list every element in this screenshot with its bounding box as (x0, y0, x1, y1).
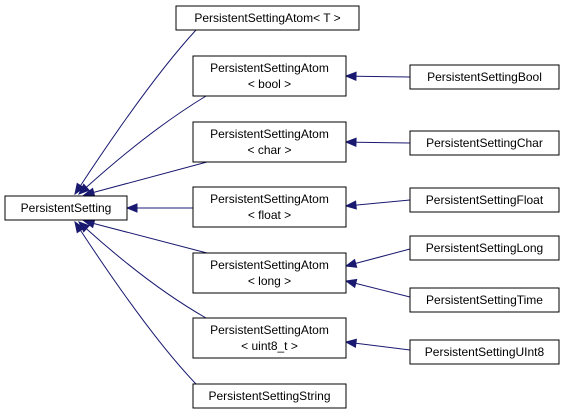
node-label: PersistentSettingUInt8 (425, 345, 545, 359)
arrowhead-icon (344, 338, 357, 348)
inheritance-edge-string-to-base (74, 220, 197, 385)
node-persistent-setting-string[interactable]: PersistentSettingString (192, 383, 347, 409)
inheritance-edge-time-to-atom_long (344, 278, 411, 298)
inheritance-edge-float-to-atom_float (344, 199, 411, 210)
arrowhead-icon (344, 258, 358, 268)
edge-line (355, 199, 411, 206)
node-label: PersistentSettingBool (427, 70, 542, 84)
node-label: PersistentSettingTime (426, 293, 543, 307)
node-label: < long > (248, 274, 291, 288)
node-label: PersistentSettingAtom (210, 61, 329, 75)
edge-line (86, 95, 207, 188)
edge-line (86, 228, 207, 319)
arrowhead-icon (344, 137, 357, 147)
node-persistent-setting-uint8[interactable]: PersistentSettingUInt8 (409, 339, 560, 365)
node-label: PersistentSettingLong (426, 241, 543, 255)
node-label: PersistentSettingAtom< T > (194, 11, 340, 25)
arrowhead-icon (74, 220, 85, 234)
edge-line (355, 342, 411, 351)
node-persistent-setting-atom-uint8[interactable]: PersistentSettingAtom < uint8_t > (192, 317, 347, 359)
node-persistent-setting-long[interactable]: PersistentSettingLong (409, 235, 560, 261)
edge-line (355, 141, 411, 144)
inheritance-edge-atom_t-to-base (74, 29, 197, 196)
edge-line (93, 161, 208, 193)
node-label: PersistentSettingFloat (426, 193, 544, 207)
arrowhead-icon (344, 278, 358, 289)
node-label: PersistentSettingChar (426, 136, 543, 150)
node-persistent-setting-float[interactable]: PersistentSettingFloat (409, 187, 560, 213)
node-label: PersistentSetting (21, 201, 112, 215)
node-label: < uint8_t > (241, 339, 298, 353)
edge-line (80, 230, 197, 385)
node-persistent-setting-atom-float[interactable]: PersistentSettingAtom < float > (192, 186, 347, 228)
node-persistent-setting-time[interactable]: PersistentSettingTime (409, 287, 560, 313)
arrowhead-icon (78, 183, 90, 195)
node-label: PersistentSettingAtom (210, 323, 329, 337)
edge-line (355, 75, 411, 78)
node-persistent-setting[interactable]: PersistentSetting (4, 195, 128, 221)
inheritance-edge-bool-to-atom_bool (344, 71, 411, 81)
node-label: < char > (247, 143, 291, 157)
arrowhead-icon (74, 182, 85, 196)
edges-layer (74, 29, 411, 385)
inheritance-edge-char-to-atom_char (344, 137, 411, 147)
node-persistent-setting-atom-char[interactable]: PersistentSettingAtom < char > (192, 121, 347, 163)
node-label: PersistentSettingAtom (210, 192, 329, 206)
edge-line (93, 223, 208, 254)
inheritance-edge-atom_float-to-base (125, 203, 193, 213)
node-persistent-setting-bool[interactable]: PersistentSettingBool (409, 64, 560, 90)
node-persistent-setting-atom-long[interactable]: PersistentSettingAtom < long > (192, 252, 347, 294)
node-persistent-setting-atom-bool[interactable]: PersistentSettingAtom < bool > (192, 55, 347, 97)
node-label: < bool > (248, 77, 291, 91)
node-persistent-setting-atom-t[interactable]: PersistentSettingAtom< T > (175, 5, 360, 31)
arrowhead-icon (125, 203, 138, 213)
inheritance-edge-atom_long-to-base (82, 219, 208, 254)
edge-line (80, 29, 197, 186)
inheritance-edge-uint8-to-atom_uint8 (344, 338, 411, 351)
edge-line (355, 282, 411, 298)
node-label: PersistentSettingString (208, 389, 330, 403)
node-persistent-setting-char[interactable]: PersistentSettingChar (409, 130, 560, 156)
arrowhead-icon (344, 71, 357, 81)
inheritance-edge-long-to-atom_long (344, 248, 411, 268)
node-label: PersistentSettingAtom (210, 258, 329, 272)
node-label: < float > (248, 208, 291, 222)
edge-line (355, 248, 411, 264)
inheritance-edge-atom_char-to-base (82, 161, 208, 197)
node-label: PersistentSettingAtom (210, 127, 329, 141)
inheritance-edge-atom_bool-to-base (78, 95, 207, 195)
arrowhead-icon (344, 200, 357, 210)
